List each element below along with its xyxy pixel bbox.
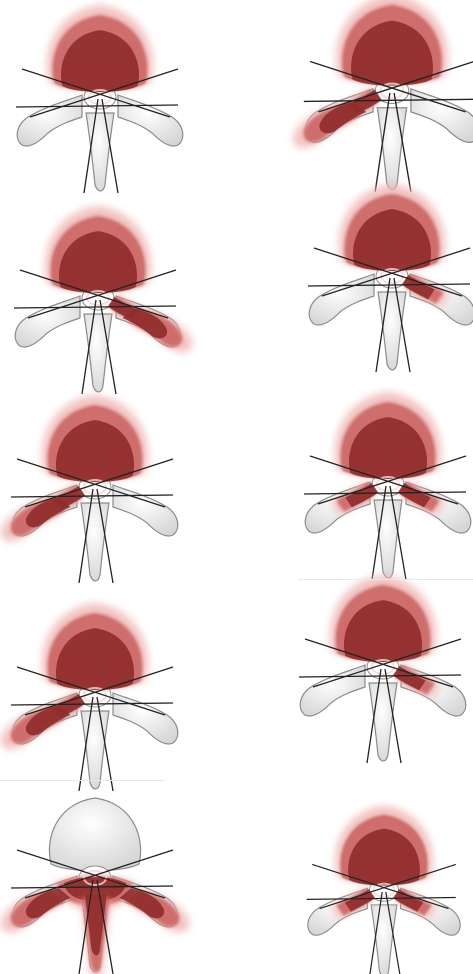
vertebra-panel-r4-left [1,603,178,791]
vertebra-panel-r3-right [304,392,471,580]
vertebra-panel-r1-left [16,5,183,193]
lesion-overlay [330,805,437,918]
lesion-overlay [1,603,149,750]
row-divider [0,780,165,781]
lesion-overlay [293,0,448,148]
vertebra-panel-r2-right [308,184,473,372]
lesion-overlay [47,5,154,92]
lesion-overlay [330,392,446,515]
vertebra-panel-r1-right [293,0,473,192]
vertebra-panel-r5-left [1,798,190,974]
vertebra-panel-r3-left [1,395,178,583]
lesion-overlay [1,395,149,542]
vertebra-panel-r2-left [14,206,192,394]
vertebral-body [49,798,140,871]
vertebra-panel-r4-right [299,575,466,763]
lesion-overlay [45,206,193,353]
row-divider [298,579,473,580]
vertebra-panel-r5-right [307,805,460,974]
